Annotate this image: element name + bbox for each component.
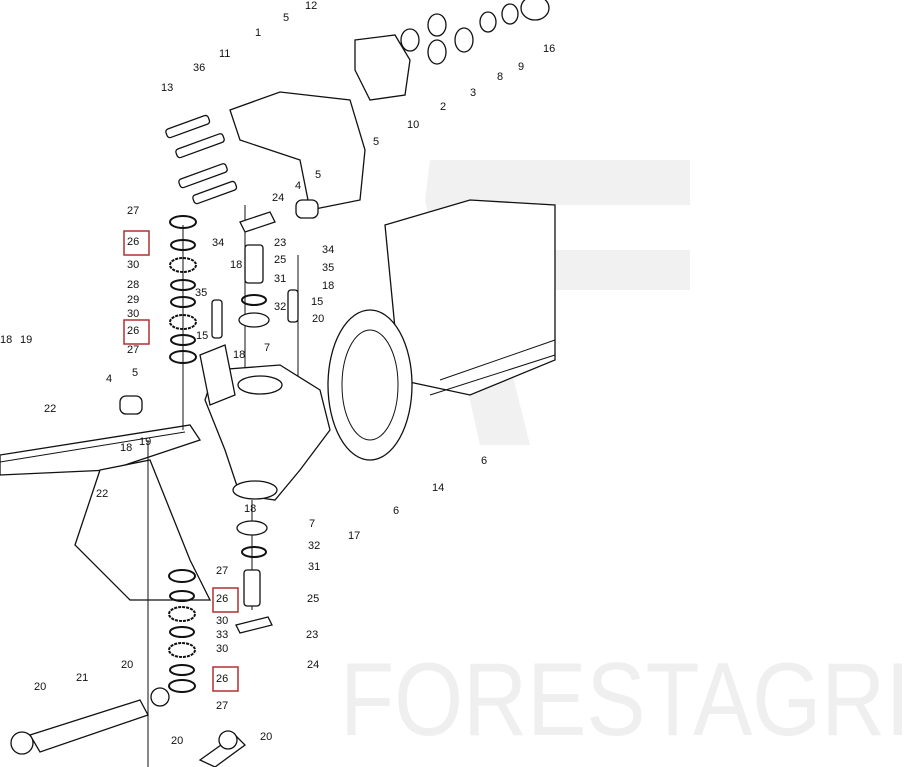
callout-label: 7: [309, 518, 315, 530]
callout-label: 35: [322, 262, 334, 274]
callout-label: 5: [132, 367, 138, 379]
callout-label: 25: [274, 254, 286, 266]
callout-label: 4: [295, 180, 301, 192]
callout-label: 10: [407, 119, 419, 131]
callout-label: 6: [481, 455, 487, 467]
callout-label: 24: [307, 659, 319, 671]
callout-label: 8: [497, 71, 503, 83]
callout-label: 30: [216, 615, 228, 627]
callout-label: 24: [272, 192, 284, 204]
callout-label: 18: [120, 442, 132, 454]
callout-label: 2: [440, 101, 446, 113]
callout-label: 20: [260, 731, 272, 743]
callout-label: 4: [106, 373, 112, 385]
callout-label: 22: [96, 488, 108, 500]
callout-label: 18: [233, 349, 245, 361]
callout-label: 27: [127, 344, 139, 356]
callout-label: 17: [348, 530, 360, 542]
callout-label: 30: [216, 643, 228, 655]
callout-label: 18: [244, 503, 256, 515]
kingpin-lower: [243, 569, 261, 607]
callout-label: 33: [216, 629, 228, 641]
axle-housing: [327, 199, 556, 461]
callout-label: 5: [283, 12, 289, 24]
callout-label: 32: [308, 540, 320, 552]
callout-label: 21: [76, 672, 88, 684]
highlight-box-26: [123, 319, 150, 345]
callout-label: 26: [216, 593, 228, 605]
callout-label: 3: [470, 87, 476, 99]
callout-label: 26: [127, 325, 139, 337]
callout-label: 20: [312, 313, 324, 325]
hub-plate: [119, 34, 411, 415]
highlight-box-26: [212, 587, 239, 613]
kingpin-upper: [244, 244, 264, 284]
callout-label: 18: [230, 259, 242, 271]
callout-label: 6: [393, 505, 399, 517]
callout-labels: 12 5 16 1 11 36 13 9 8 3 2 10 5 5 4 24 2…: [0, 0, 555, 747]
callout-label: 27: [216, 565, 228, 577]
callout-label: 9: [518, 61, 524, 73]
watermark-text: FORESTAGRI: [340, 642, 910, 758]
callout-label: 34: [322, 244, 334, 256]
callout-label: 18: [322, 280, 334, 292]
callout-label: 25: [307, 593, 319, 605]
callout-label: 13: [161, 82, 173, 94]
callout-label: 19: [20, 334, 32, 346]
callout-label: 34: [212, 237, 224, 249]
callout-label: 15: [311, 296, 323, 308]
callout-label: 19: [139, 436, 151, 448]
axle-beam: [0, 424, 212, 601]
callout-label: 16: [543, 43, 555, 55]
callout-label: 15: [196, 330, 208, 342]
callout-label: 36: [193, 62, 205, 74]
callout-label: 23: [274, 237, 286, 249]
callout-label: 30: [127, 308, 139, 320]
callout-label: 30: [127, 259, 139, 271]
callout-label: 27: [216, 700, 228, 712]
callout-label: 14: [432, 482, 444, 494]
callout-label: 12: [305, 0, 317, 12]
steering-cylinder: [10, 687, 246, 767]
callout-label: 31: [308, 561, 320, 573]
callout-label: 7: [264, 342, 270, 354]
highlight-box-26: [212, 666, 239, 692]
upper-bearing-stack: [169, 215, 197, 364]
callout-label: 20: [121, 659, 133, 671]
callout-label: 18: [0, 334, 12, 346]
callout-label: 28: [127, 279, 139, 291]
callout-label: 11: [219, 48, 230, 60]
callout-label: 29: [127, 294, 139, 306]
seal-rings: [400, 0, 550, 65]
callout-label: 26: [216, 673, 228, 685]
lower-bearing-stack: [168, 569, 196, 693]
highlight-box-26: [123, 230, 150, 256]
callout-label: 32: [274, 301, 286, 313]
callout-label: 5: [315, 169, 321, 181]
callout-label: 27: [127, 205, 139, 217]
steering-knuckle: [199, 344, 331, 501]
callout-label: 20: [171, 735, 183, 747]
callout-label: 26: [127, 236, 139, 248]
callout-label: 1: [255, 27, 261, 39]
callout-label: 22: [44, 403, 56, 415]
callout-label: 35: [195, 287, 207, 299]
callout-label: 20: [34, 681, 46, 693]
callout-label: 5: [373, 136, 379, 148]
callout-label: 31: [274, 273, 286, 285]
callout-label: 23: [306, 629, 318, 641]
